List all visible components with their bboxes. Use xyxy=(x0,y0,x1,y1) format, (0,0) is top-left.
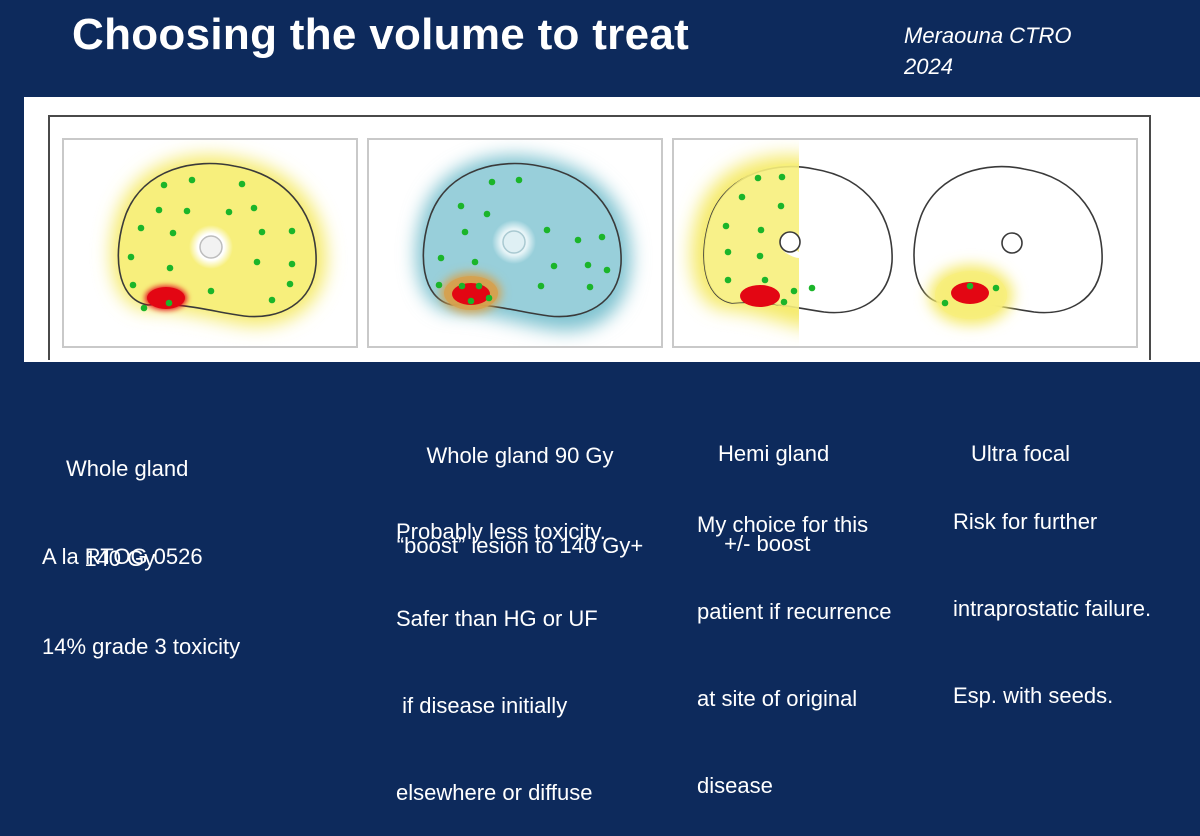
lesion xyxy=(740,285,780,307)
hemi-ultrafocal-diagram xyxy=(691,155,1103,327)
desc-whole-gland: A la RTOG 0526 14% grade 3 toxicity xyxy=(42,482,240,692)
boost-diagram xyxy=(416,155,632,331)
desc-line: Esp. with seeds. xyxy=(953,683,1114,708)
desc-line: My choice for this xyxy=(697,512,869,537)
desc-line: intraprostatic failure. xyxy=(953,596,1152,621)
label-title: Hemi gland xyxy=(718,441,830,466)
desc-line: Safer than HG or UF xyxy=(396,606,598,631)
label-ultra-focal: Ultra focal xyxy=(971,379,1070,499)
panel-whole-gland xyxy=(62,138,358,348)
desc-line: if disease initially xyxy=(396,693,568,718)
urethra xyxy=(502,230,526,254)
author-year: 2024 xyxy=(904,54,953,79)
label-dose: “boost” lesion to 140 Gy+ xyxy=(396,533,644,558)
panel-whole-gland-boost xyxy=(367,138,663,348)
desc-line: at site of original xyxy=(697,686,858,711)
label-title: Ultra focal xyxy=(971,441,1071,466)
author-credit: Meraouna CTRO 2024 xyxy=(904,20,1072,82)
label-title: Whole gland xyxy=(66,456,189,481)
urethra xyxy=(779,231,801,253)
seed-dots xyxy=(127,176,296,312)
desc-line: Risk for further xyxy=(953,509,1098,534)
urethra xyxy=(199,235,223,259)
desc-line: Probably less toxicity. xyxy=(396,519,606,544)
label-dose: 140 Gy xyxy=(66,546,156,571)
label-dose: +/- boost xyxy=(718,531,811,556)
label-hemi-gland: Hemi gland +/- boost xyxy=(718,379,829,589)
seed-dots xyxy=(941,282,1000,307)
seed-dots xyxy=(435,176,611,305)
figure-frame xyxy=(48,115,1151,360)
desc-ultra-focal: Risk for further intraprostatic failure.… xyxy=(953,449,1151,739)
hemi-gland-diagram xyxy=(691,155,893,327)
label-title: Whole gland 90 Gy xyxy=(426,443,614,468)
whole-gland-diagram xyxy=(111,155,327,326)
desc-hemi-gland: My choice for this patient if recurrence… xyxy=(697,452,891,829)
label-whole-gland-boost: Whole gland 90 Gy “boost” lesion to 140 … xyxy=(367,381,673,591)
desc-line: A la RTOG 0526 xyxy=(42,544,203,569)
desc-whole-gland-boost: Probably less toxicity. Safer than HG or… xyxy=(396,459,606,836)
label-whole-gland: Whole gland 140 Gy xyxy=(66,394,188,604)
desc-line: elsewhere or diffuse xyxy=(396,780,593,805)
lesion xyxy=(951,282,989,304)
author-name: Meraouna CTRO xyxy=(904,23,1072,48)
panel-hemi-ultrafocal xyxy=(672,138,1138,348)
desc-line: 14% grade 3 toxicity xyxy=(42,634,241,659)
slide-title: Choosing the volume to treat xyxy=(72,10,690,59)
desc-line: patient if recurrence xyxy=(697,599,892,624)
ultra-focal-diagram xyxy=(913,165,1103,325)
desc-line: disease xyxy=(697,773,773,798)
urethra xyxy=(1001,232,1023,254)
seed-dots xyxy=(722,173,816,306)
